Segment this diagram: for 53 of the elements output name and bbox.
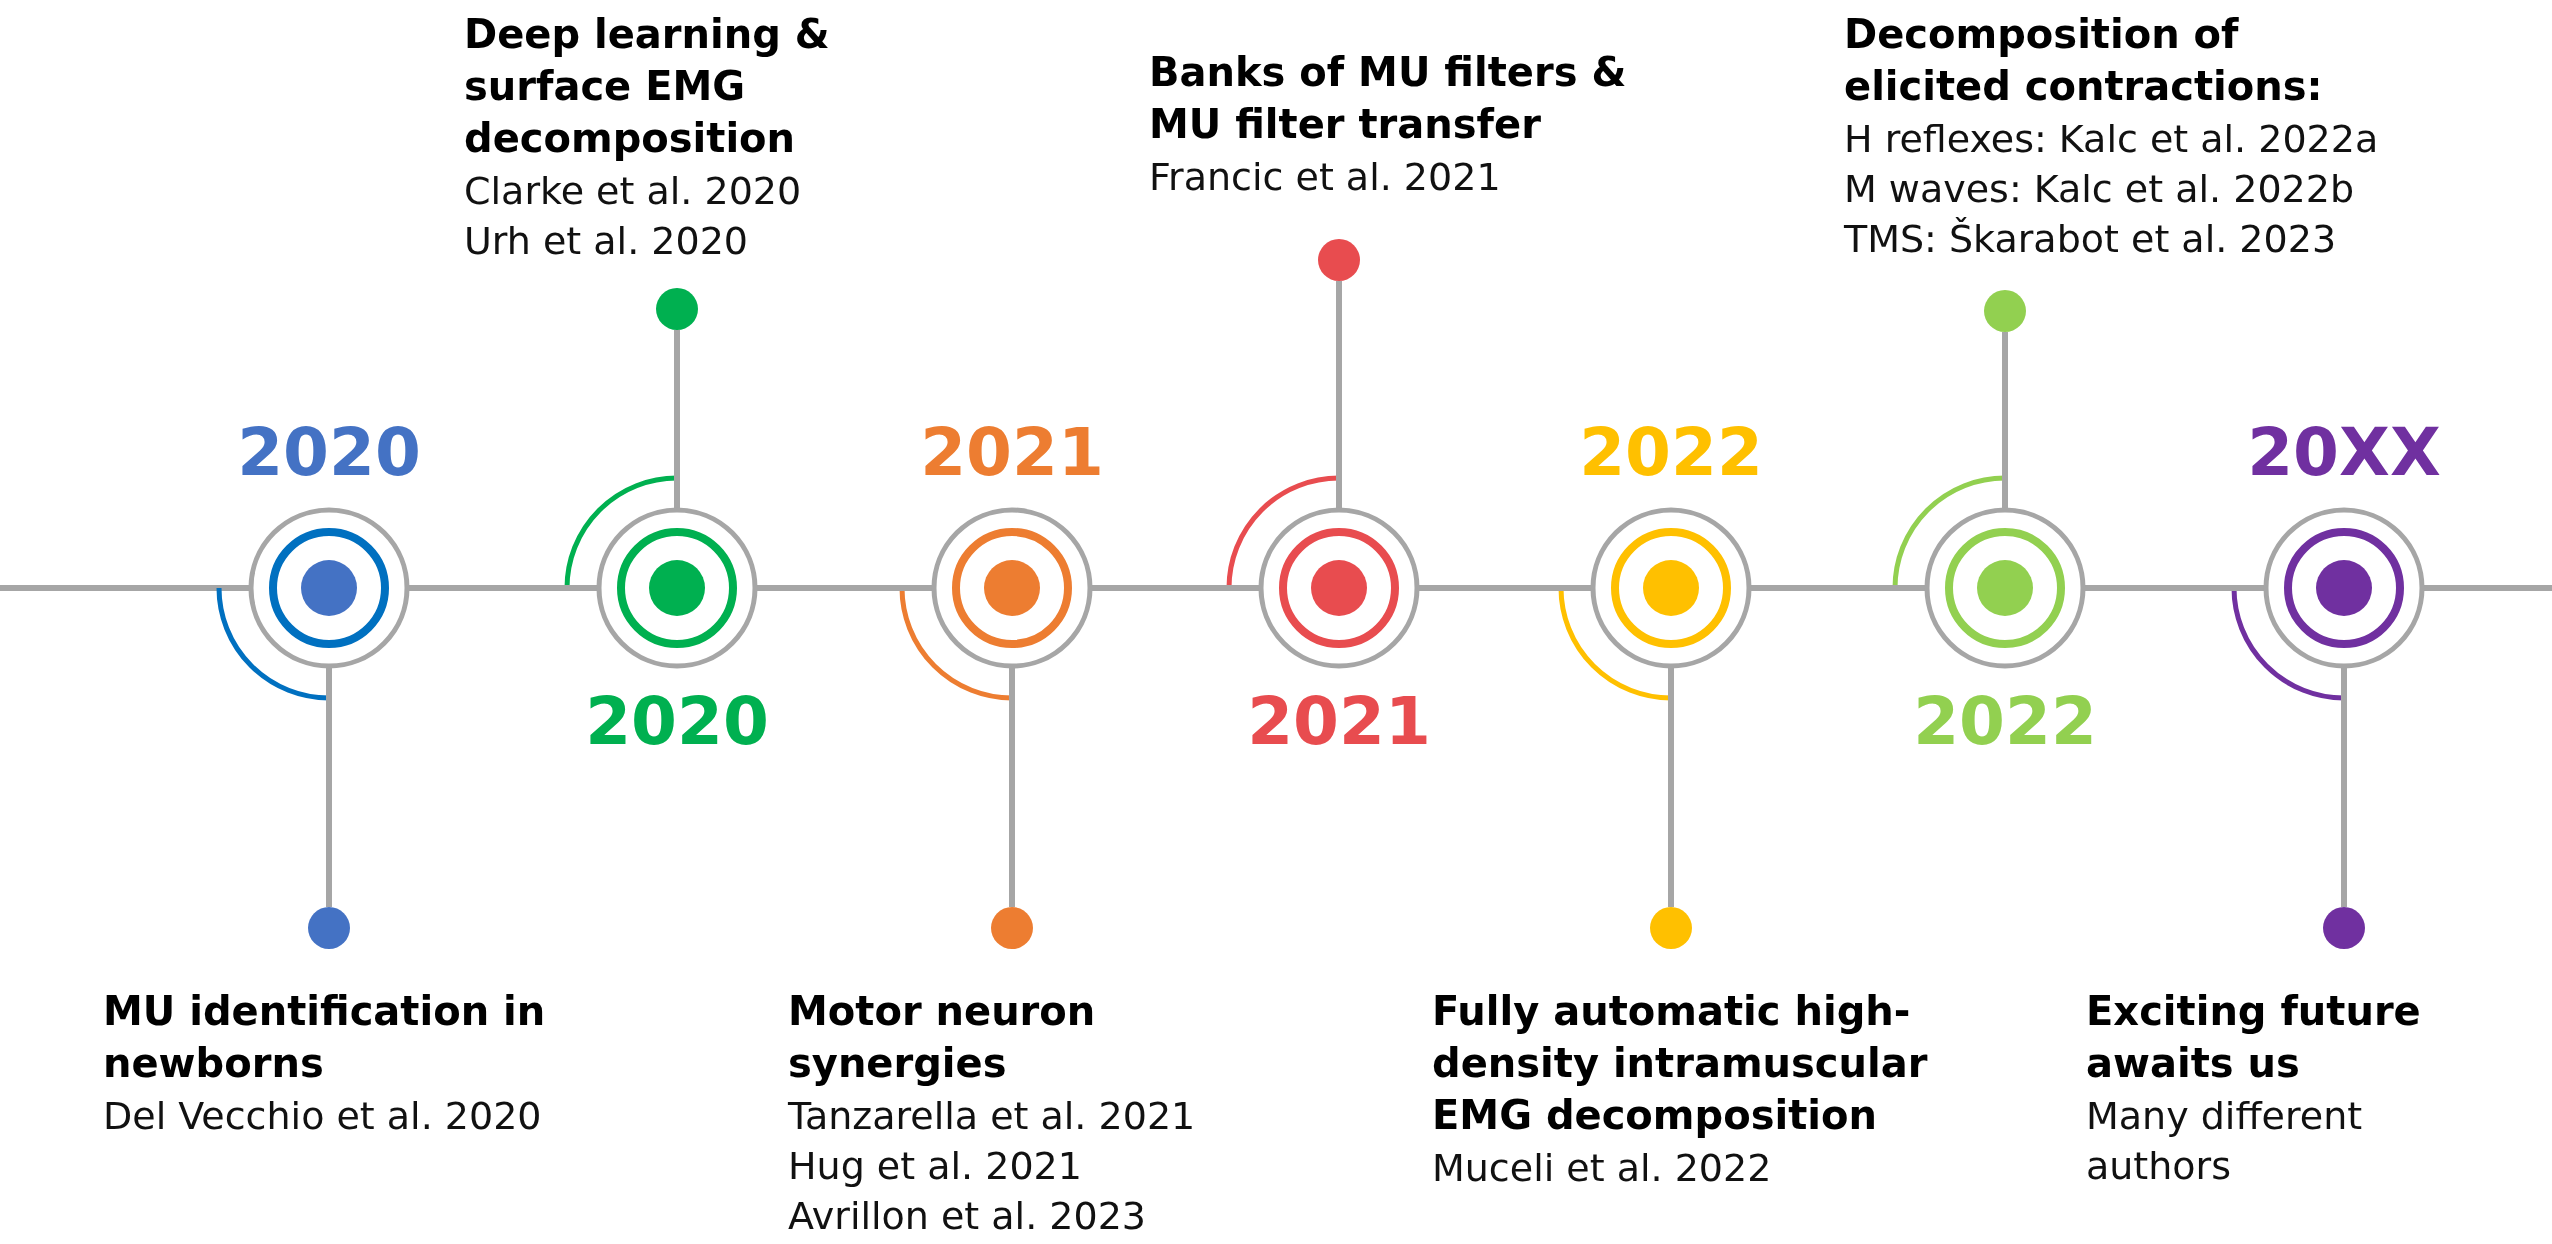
stem-line [326, 666, 332, 907]
year-label: 2021 [920, 413, 1104, 491]
citation-text: Many different authors [2086, 1093, 2364, 1190]
citation-text: Clarke et al. 2020 [464, 168, 802, 215]
milestone-dot [308, 907, 350, 949]
event-heading: Banks of MU filters & MU filter transfer [1149, 48, 1628, 149]
citation-text: Hug et al. 2021 [788, 1143, 1082, 1190]
milestone-dot [656, 288, 698, 330]
milestone-dot [1318, 239, 1360, 281]
event-heading: Deep learning & surface EMG decomposition [464, 10, 831, 163]
stem-line [674, 330, 680, 510]
timeline-axis [1749, 585, 1927, 591]
citation-text: H reflexes: Kalc et al. 2022a [1844, 116, 2379, 163]
year-label: 2022 [1913, 682, 2097, 760]
citation-text: Urh et al. 2020 [464, 218, 748, 265]
year-label: 2020 [585, 682, 769, 760]
stem-line [2002, 332, 2008, 510]
target-marker [930, 506, 1094, 670]
year-label: 2020 [237, 413, 421, 491]
stem-line [1009, 666, 1015, 907]
citation-text: Tanzarella et al. 2021 [788, 1093, 1196, 1140]
milestone-dot [2323, 907, 2365, 949]
timeline-axis [1417, 585, 1593, 591]
citation-text: M waves: Kalc et al. 2022b [1844, 166, 2355, 213]
event-heading: Decomposition of elicited contractions: [1844, 10, 2324, 111]
stem-line [1668, 666, 1674, 907]
target-marker [1923, 506, 2087, 670]
milestone-dot [1984, 290, 2026, 332]
event-heading: Exciting future awaits us [2086, 987, 2422, 1088]
event-heading: Fully automatic high-density intramuscular EMG decomposition [1432, 987, 1929, 1140]
stem-line [2341, 666, 2347, 907]
citation-text: Muceli et al. 2022 [1432, 1145, 1772, 1192]
milestone-dot [991, 907, 1033, 949]
target-marker [1257, 506, 1421, 670]
event-heading: MU identification in newborns [103, 987, 547, 1088]
target-marker [2262, 506, 2426, 670]
event-heading: Motor neuron synergies [788, 987, 1097, 1088]
target-marker [247, 506, 411, 670]
stem-line [1336, 281, 1342, 510]
year-label: 20XX [2247, 413, 2441, 491]
target-marker [1589, 506, 1753, 670]
citation-text: Del Vecchio et al. 2020 [103, 1093, 542, 1140]
timeline-axis [1090, 585, 1261, 591]
citation-text: Avrillon et al. 2023 [788, 1193, 1147, 1240]
milestone-dot [1650, 907, 1692, 949]
citation-text: TMS: Škarabot et al. 2023 [1844, 216, 2337, 263]
target-marker [595, 506, 759, 670]
timeline-axis [755, 585, 934, 591]
year-label: 2022 [1579, 413, 1763, 491]
timeline-axis [2083, 585, 2266, 591]
citation-text: Francic et al. 2021 [1149, 154, 1501, 201]
year-label: 2021 [1247, 682, 1431, 760]
timeline-axis [407, 585, 599, 591]
